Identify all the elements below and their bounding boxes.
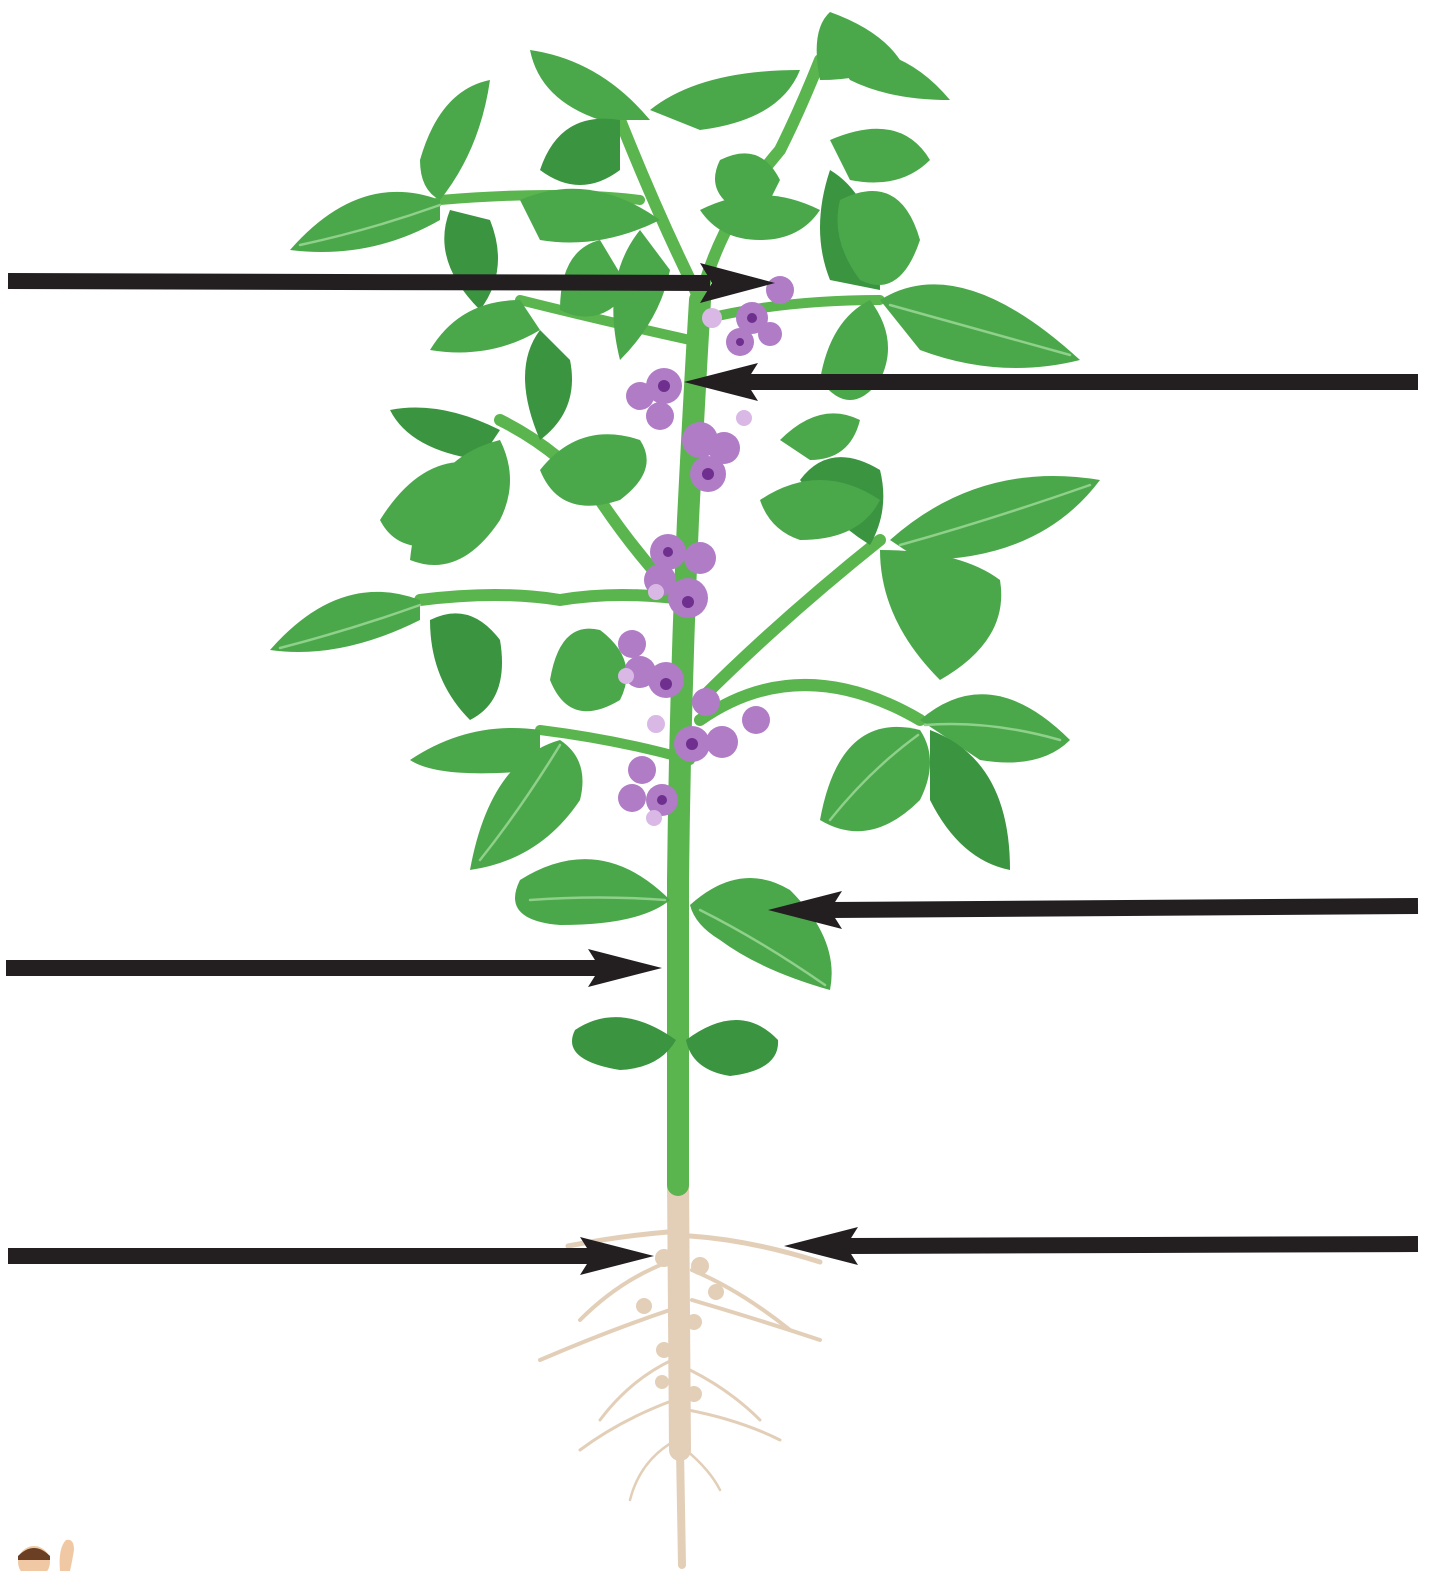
- leaf-lower-right: [686, 1020, 778, 1076]
- pointer-arrows: [6, 263, 1418, 1275]
- flower-petal: [646, 402, 674, 430]
- leaf: [880, 284, 1080, 368]
- mascot-logo-icon: [18, 1540, 74, 1571]
- leaf-lower-left: [572, 1017, 676, 1070]
- taproot-lower: [680, 1450, 682, 1565]
- leaf: [830, 129, 930, 183]
- flower-petal: [646, 810, 662, 826]
- flower-petal: [626, 382, 654, 410]
- root-nodule: [636, 1298, 652, 1314]
- root-nodule: [708, 1284, 724, 1300]
- lateral-root: [686, 1450, 720, 1490]
- leaf-mid-left: [515, 859, 670, 925]
- arrow-shaft: [846, 1244, 1418, 1246]
- leaf: [430, 300, 540, 353]
- arrow-stem: [6, 949, 662, 987]
- leaf: [430, 613, 502, 720]
- branch-right-lower: [700, 685, 920, 720]
- leaf: [540, 434, 647, 505]
- flower-petal: [618, 784, 646, 812]
- leaf: [780, 413, 860, 460]
- arrow-shaft: [830, 906, 1418, 910]
- lateral-root: [540, 1310, 670, 1360]
- flower-petal: [648, 584, 664, 600]
- flower-center: [736, 338, 744, 346]
- arrow-leaf: [768, 891, 1418, 929]
- flower-petal: [736, 410, 752, 426]
- leaf: [410, 440, 510, 565]
- flower-center: [658, 380, 670, 392]
- root-nodule: [691, 1257, 709, 1275]
- arrow-shaft: [8, 281, 710, 283]
- flower-center: [660, 678, 672, 690]
- flower-petal: [684, 542, 716, 574]
- leaf-mid-right: [690, 878, 832, 990]
- flower-petal: [618, 668, 634, 684]
- leaf: [540, 119, 620, 185]
- leaf: [880, 550, 1001, 680]
- flower-petal: [647, 715, 665, 733]
- flower-center: [747, 313, 757, 323]
- flower-petal: [618, 630, 646, 658]
- flower-petal: [758, 322, 782, 346]
- leaf: [525, 330, 572, 440]
- root-nodule: [656, 1342, 672, 1358]
- arrow-flower-middle: [684, 363, 1418, 401]
- flower-petal: [706, 726, 738, 758]
- leaf: [820, 727, 930, 831]
- flower-petal: [702, 308, 722, 328]
- flower-center: [702, 468, 714, 480]
- arrow-root-right: [784, 1227, 1418, 1265]
- leaf: [613, 230, 670, 360]
- arrowhead: [700, 263, 775, 303]
- leaf: [550, 629, 627, 712]
- lateral-root: [600, 1360, 672, 1420]
- leaf: [420, 80, 490, 200]
- leaf: [530, 50, 650, 120]
- flower-center: [663, 547, 673, 557]
- leaf: [270, 592, 420, 652]
- root-nodule: [655, 1375, 669, 1389]
- taproot-upper: [678, 1180, 680, 1450]
- branch-right: [700, 540, 880, 700]
- leaf: [830, 49, 950, 100]
- flower-petal: [628, 756, 656, 784]
- flower-petal: [692, 688, 720, 716]
- leaf: [444, 210, 498, 310]
- lateral-root: [688, 1410, 780, 1440]
- flower-petal: [766, 276, 794, 304]
- flower-center: [686, 738, 698, 750]
- lateral-root: [580, 1400, 674, 1450]
- root-nodule: [686, 1386, 702, 1402]
- root-nodule: [686, 1314, 702, 1330]
- root-nodule: [655, 1249, 673, 1267]
- flower-center: [682, 596, 694, 608]
- arrow-root-left: [8, 1237, 654, 1275]
- flower-center: [657, 795, 667, 805]
- leaf: [650, 70, 800, 130]
- lateral-root: [692, 1270, 790, 1330]
- flower-petal: [742, 706, 770, 734]
